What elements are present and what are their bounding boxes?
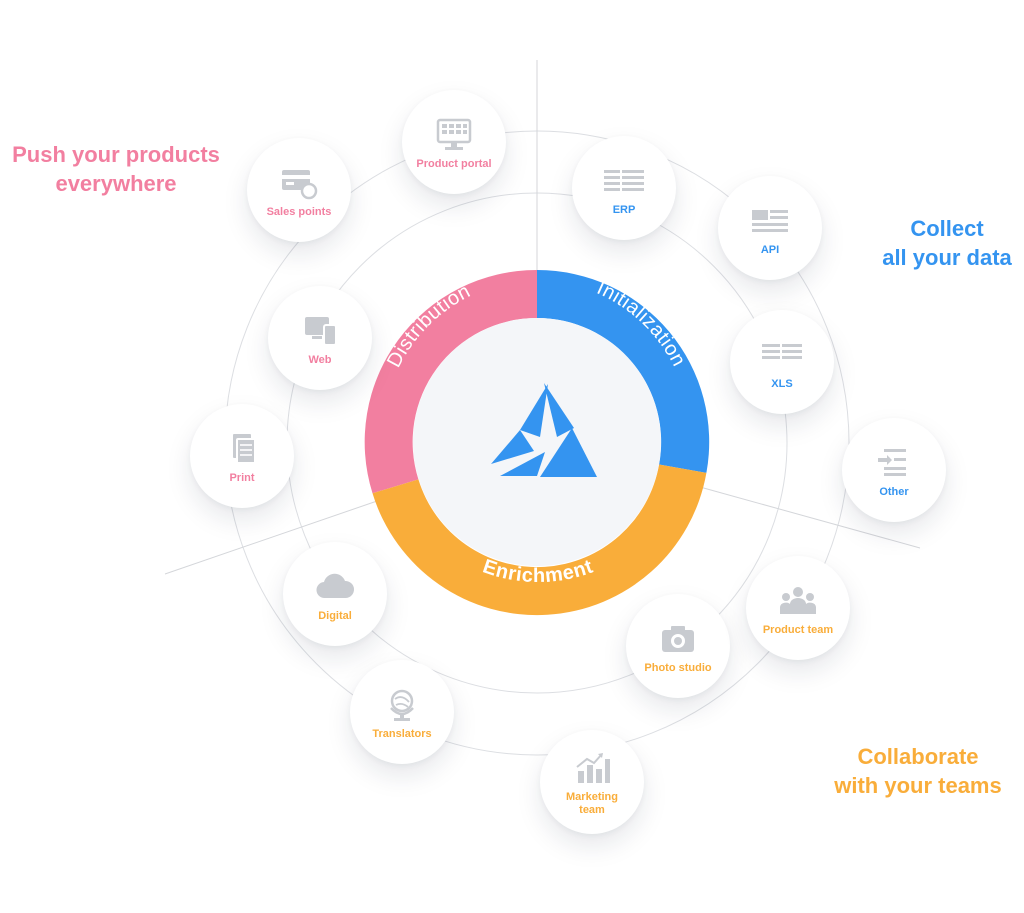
node-label: Photo studio: [644, 661, 712, 674]
card-terminal-icon: [282, 169, 318, 199]
ring-segment-enrichment[interactable]: [372, 464, 707, 616]
node-xls[interactable]: XLS: [730, 310, 834, 414]
node-label: Digital: [318, 609, 352, 622]
node-label: API: [760, 243, 780, 256]
node-product-portal[interactable]: Product portal: [402, 90, 506, 194]
node-label: Product team: [762, 623, 834, 636]
bar-chart-up-icon: [576, 753, 610, 783]
node-marketing-team[interactable]: Marketing team: [540, 730, 644, 834]
sector-dividers: [164, 60, 921, 575]
globe-stand-icon: [390, 689, 414, 721]
triangle-arrow-logo-icon: [491, 383, 597, 477]
import-list-icon: [878, 448, 906, 476]
caption-collect-data: Collect all your data: [882, 216, 1012, 270]
ring-segment-distribution[interactable]: [364, 269, 537, 494]
node-product-team[interactable]: Product team: [746, 556, 850, 660]
node-label: Translators: [372, 727, 432, 740]
node-label: Marketing team: [566, 791, 618, 816]
node-web[interactable]: Web: [268, 286, 372, 390]
node-sales-points[interactable]: Sales points: [247, 138, 351, 242]
divider-left: [164, 499, 381, 575]
ring-segment-initialization[interactable]: [537, 269, 710, 473]
table-rows-icon: [604, 169, 644, 191]
node-digital[interactable]: Digital: [283, 542, 387, 646]
node-label: XLS: [771, 377, 793, 390]
spreadsheet-icon: [762, 343, 802, 359]
node-photo-studio[interactable]: Photo studio: [626, 594, 730, 698]
node-label: Print: [229, 471, 255, 484]
node-print[interactable]: Print: [190, 404, 294, 508]
node-api[interactable]: API: [718, 176, 822, 280]
camera-icon: [662, 625, 694, 652]
people-group-icon: [780, 586, 816, 614]
node-label: Web: [308, 353, 332, 366]
caption-push-products: Push your products everywhere: [12, 142, 220, 196]
node-other[interactable]: Other: [842, 418, 946, 522]
divider-right: [699, 486, 921, 549]
devices-icon: [305, 316, 337, 346]
grid-monitor-icon: [436, 118, 472, 150]
caption-collaborate-teams: Collaborate with your teams: [834, 744, 1002, 798]
center-disc: [413, 318, 661, 566]
node-label: Sales points: [266, 205, 332, 218]
documents-icon: [233, 433, 256, 464]
node-erp[interactable]: ERP: [572, 136, 676, 240]
node-translators[interactable]: Translators: [350, 660, 454, 764]
node-label: Product portal: [416, 157, 492, 170]
node-label: ERP: [612, 203, 636, 216]
process-ring: Distribution Initialization Enrichment: [364, 269, 710, 616]
api-list-icon: [752, 209, 788, 232]
node-label: Other: [879, 485, 909, 498]
cloud-icon: [316, 573, 355, 598]
